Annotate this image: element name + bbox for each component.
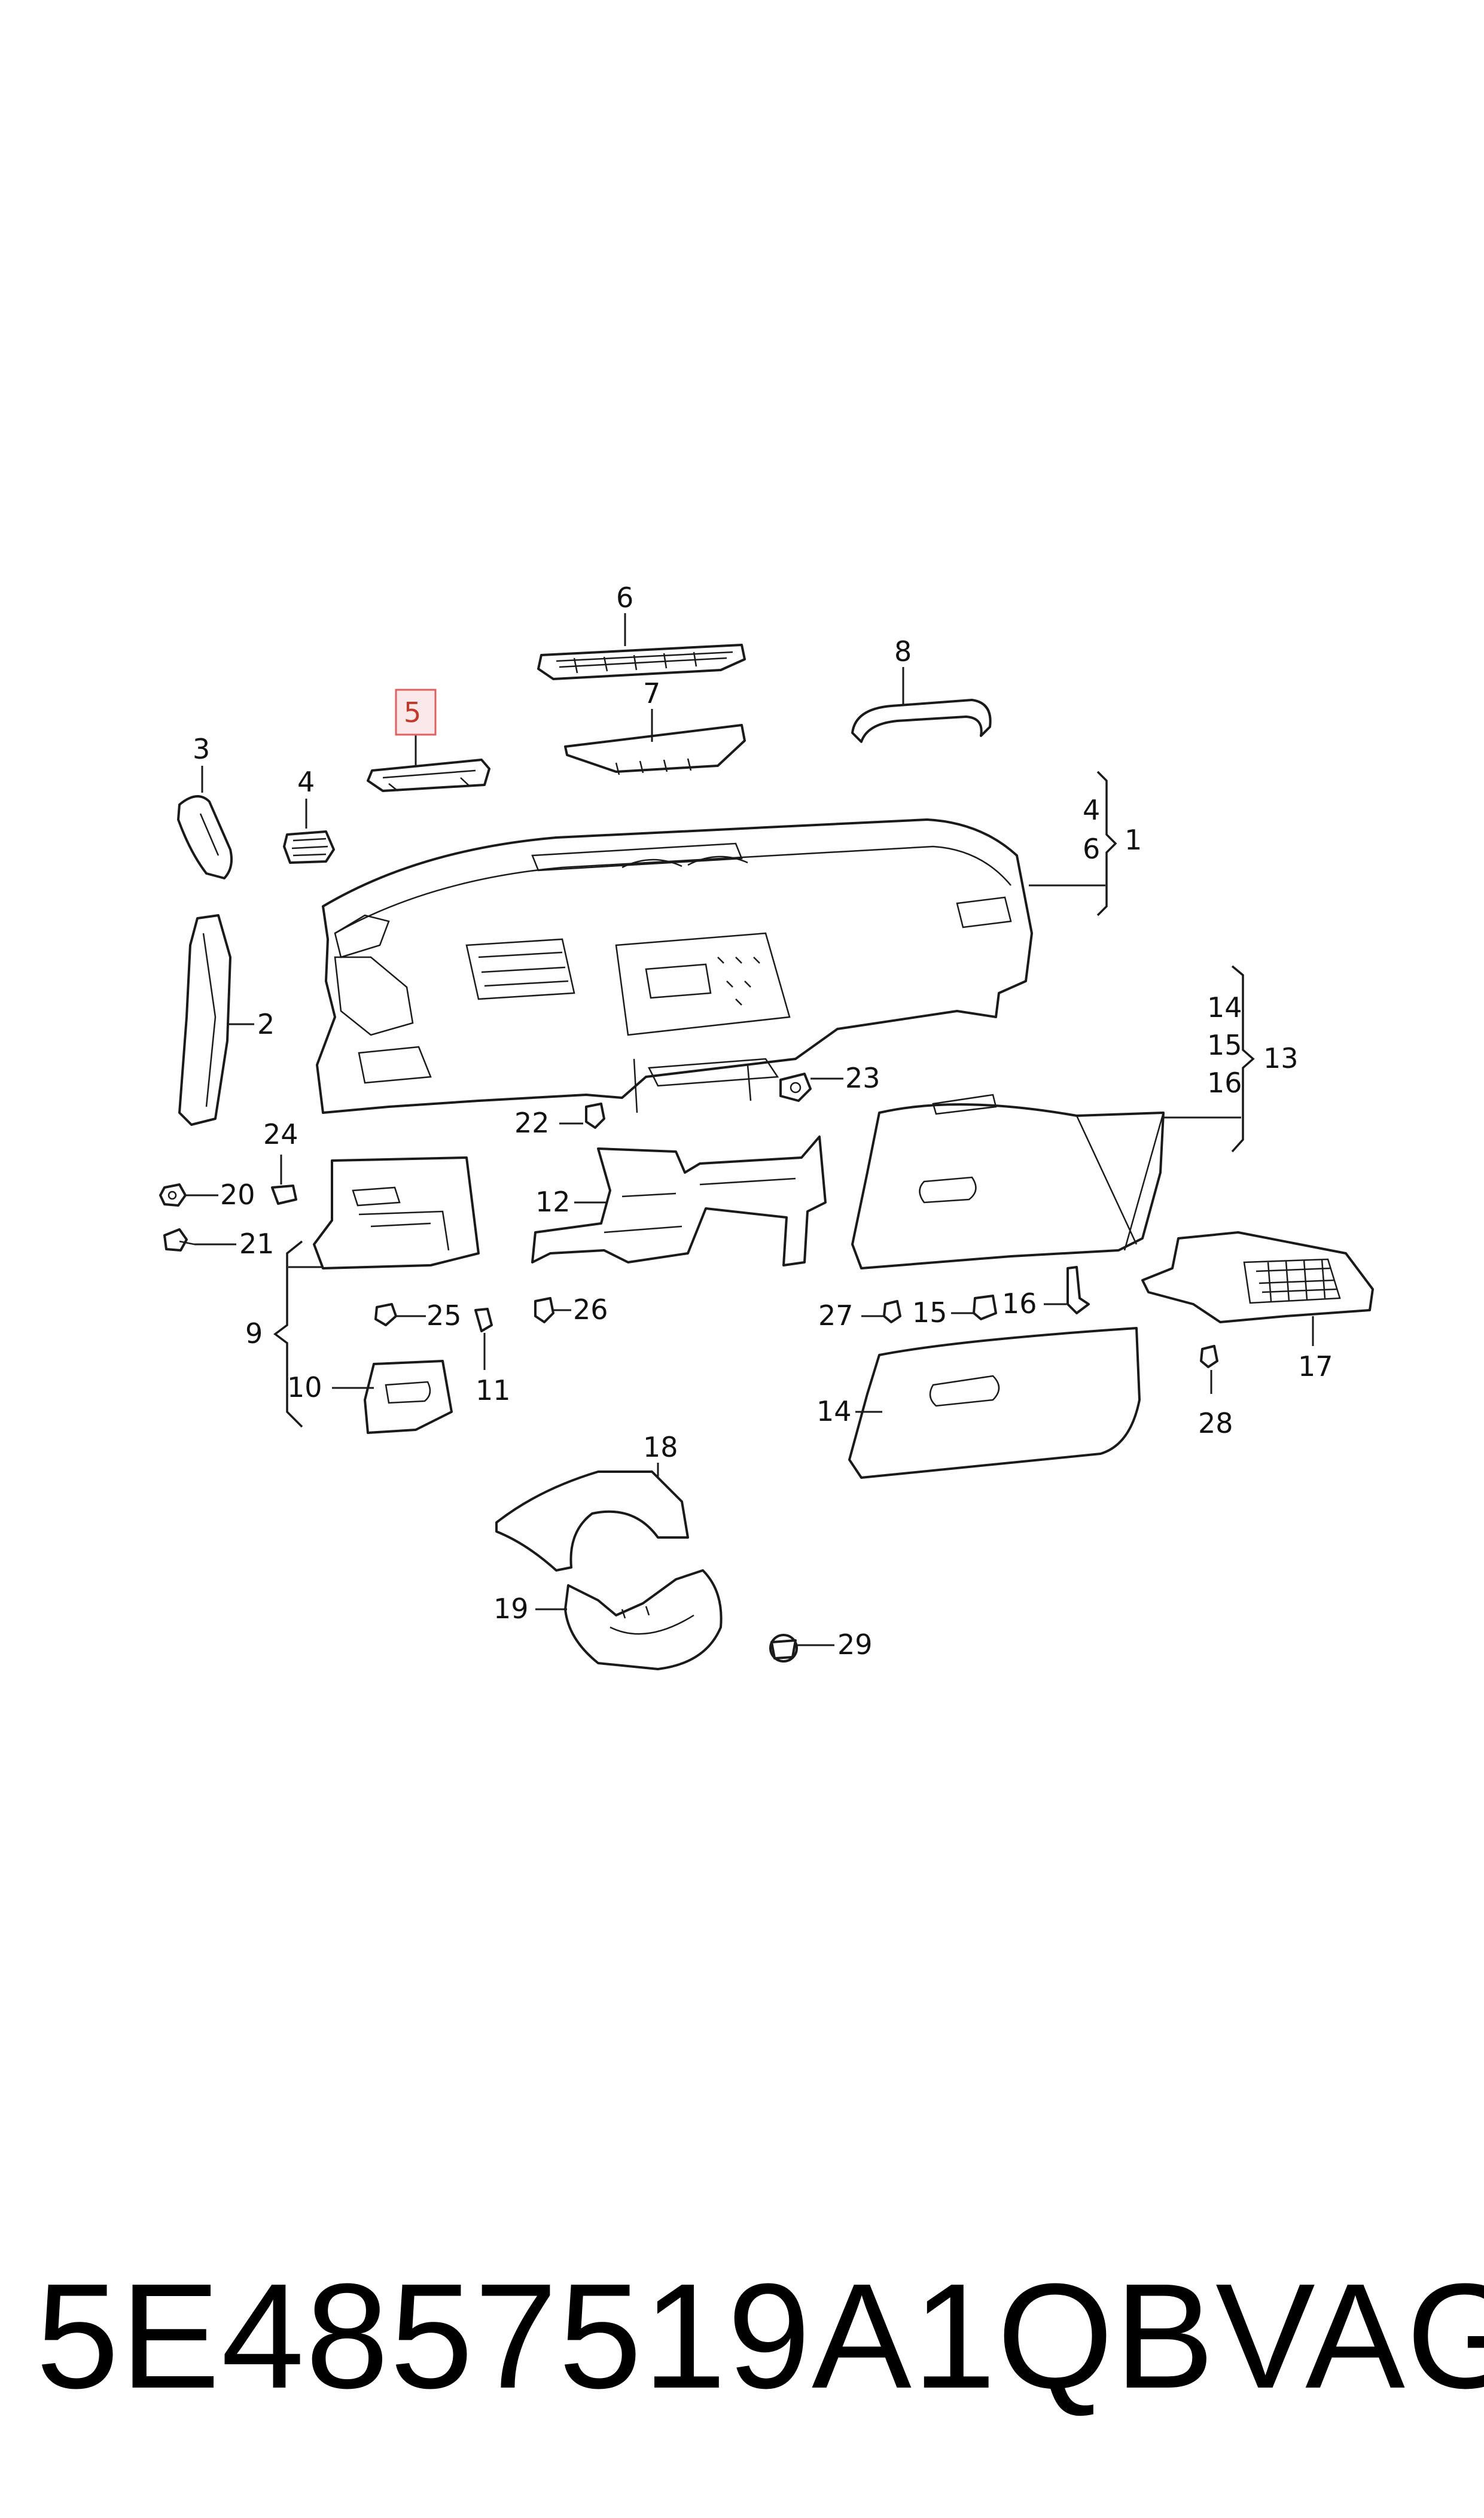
callout-20[interactable]: 20 xyxy=(220,1179,255,1211)
part-25-screw[interactable] xyxy=(374,1303,397,1326)
part-21-screw[interactable] xyxy=(163,1228,195,1252)
callout-9[interactable]: 9 xyxy=(245,1317,263,1350)
part-16-pin[interactable] xyxy=(1066,1266,1090,1314)
part-5-trim-insert-selected[interactable] xyxy=(367,759,490,792)
part-2-side-trim[interactable] xyxy=(178,914,231,1126)
part-23-screw[interactable] xyxy=(779,1073,812,1102)
part-10-cover[interactable] xyxy=(364,1360,453,1434)
callout-22[interactable]: 22 xyxy=(514,1107,550,1139)
callout-17[interactable]: 17 xyxy=(1298,1350,1333,1383)
part-26-screw[interactable] xyxy=(534,1297,554,1323)
callout-25[interactable]: 25 xyxy=(426,1299,462,1332)
parts-exploded-diagram: 6 7 8 5 3 4 xyxy=(159,581,1374,1670)
callout-3[interactable]: 3 xyxy=(193,733,210,765)
callout-14[interactable]: 14 xyxy=(816,1395,852,1427)
part-22-screw[interactable] xyxy=(585,1103,605,1129)
callout-2[interactable]: 2 xyxy=(257,1008,275,1040)
part-29-fastener[interactable] xyxy=(769,1634,798,1663)
brace-9 xyxy=(273,1240,323,1428)
callout-12[interactable]: 12 xyxy=(535,1186,571,1218)
callout-5[interactable]: 5 xyxy=(404,696,421,729)
part-24-clip[interactable] xyxy=(271,1185,297,1205)
part-15-damper[interactable] xyxy=(973,1295,997,1320)
callout-24[interactable]: 24 xyxy=(263,1118,298,1150)
brace-13-item-15[interactable]: 15 xyxy=(1207,1029,1242,1061)
brace-1-item-4[interactable]: 4 xyxy=(1083,794,1100,826)
part-7-center-trim[interactable] xyxy=(564,724,746,775)
callout-6[interactable]: 6 xyxy=(616,581,633,614)
callout-15[interactable]: 15 xyxy=(912,1296,947,1329)
part-17-housing[interactable] xyxy=(1141,1231,1374,1323)
brace-13 xyxy=(1163,965,1255,1153)
part-28-screw[interactable] xyxy=(1200,1345,1218,1368)
callout-10[interactable]: 10 xyxy=(287,1371,322,1403)
part-18-upper-column-cover[interactable] xyxy=(495,1470,689,1572)
part-9-lower-trim[interactable] xyxy=(313,1156,480,1269)
callout-11[interactable]: 11 xyxy=(476,1374,511,1406)
part-14-glove-box-lid[interactable] xyxy=(848,1327,1141,1479)
callout-8[interactable]: 8 xyxy=(894,635,912,668)
callout-23[interactable]: 23 xyxy=(845,1062,880,1094)
callout-28[interactable]: 28 xyxy=(1198,1407,1233,1439)
callout-5-highlight-box xyxy=(395,689,437,736)
callout-13[interactable]: 13 xyxy=(1263,1042,1299,1074)
part-4-air-vent[interactable] xyxy=(283,830,335,864)
callout-29[interactable]: 29 xyxy=(837,1628,873,1661)
brace-13-item-14[interactable]: 14 xyxy=(1207,991,1242,1024)
brace-1 xyxy=(1029,771,1117,917)
part-11-clip[interactable] xyxy=(474,1308,493,1332)
part-27-screw[interactable] xyxy=(883,1300,901,1323)
part-8-upper-trim-strip[interactable] xyxy=(851,699,992,743)
part-1-dashboard[interactable] xyxy=(316,818,1033,1114)
callout-1[interactable]: 1 xyxy=(1125,824,1142,856)
callout-4[interactable]: 4 xyxy=(297,766,315,798)
part-6-defroster-grille[interactable] xyxy=(537,644,746,680)
brace-13-item-16[interactable]: 16 xyxy=(1207,1067,1242,1099)
part-19-lower-column-cover[interactable] xyxy=(564,1569,723,1670)
brace-1-item-6[interactable]: 6 xyxy=(1083,833,1100,865)
callout-7[interactable]: 7 xyxy=(643,677,660,710)
part-13-glove-box[interactable] xyxy=(851,1094,1165,1269)
part-20-nut[interactable] xyxy=(159,1183,187,1207)
part-3-end-cap[interactable] xyxy=(177,795,233,879)
callout-27[interactable]: 27 xyxy=(818,1299,854,1332)
callout-19[interactable]: 19 xyxy=(493,1593,529,1625)
callout-18[interactable]: 18 xyxy=(643,1431,678,1463)
callout-16[interactable]: 16 xyxy=(1002,1287,1037,1320)
callout-26[interactable]: 26 xyxy=(573,1293,608,1326)
part-number: 5E4857519A1QB xyxy=(36,2252,1216,2419)
brand-label: VAG xyxy=(1215,2252,1484,2419)
footer: 5E4857519A1QB VAG xyxy=(36,2252,1484,2419)
callout-21[interactable]: 21 xyxy=(239,1228,275,1260)
part-12-support-bracket[interactable] xyxy=(531,1135,827,1266)
